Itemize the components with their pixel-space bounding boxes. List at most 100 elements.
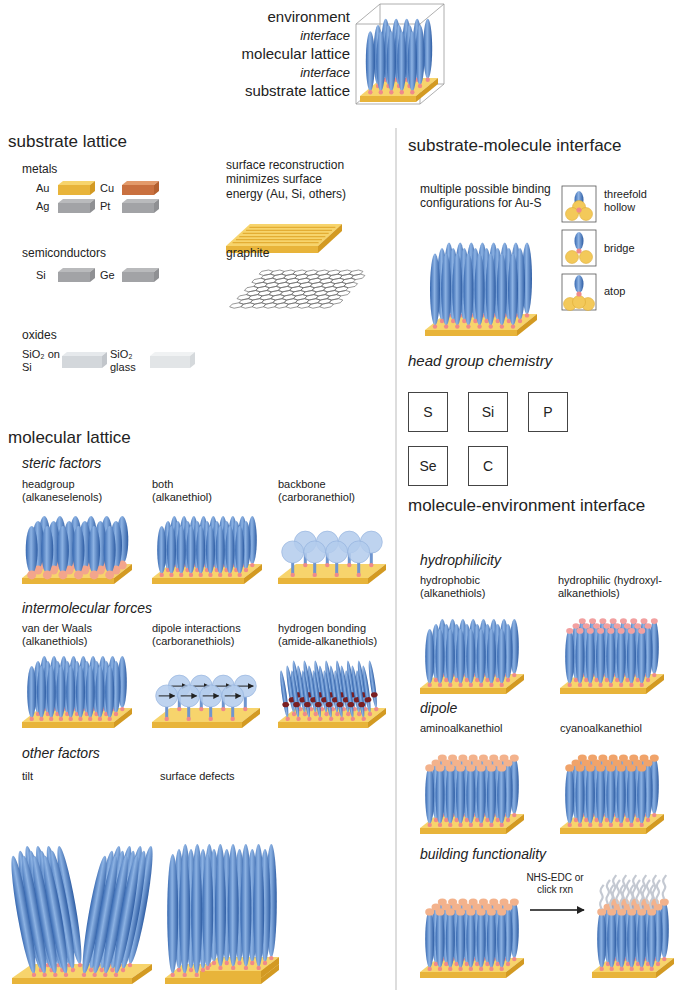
head-group	[479, 683, 483, 687]
carborane-cage	[348, 541, 370, 563]
head-group	[225, 961, 229, 965]
head-group	[357, 712, 362, 717]
alkyl-chain	[508, 254, 518, 326]
subheading: steric factors	[22, 455, 101, 472]
head-group	[63, 972, 68, 977]
head-group	[500, 324, 504, 328]
alkyl-chain	[456, 910, 465, 968]
head-group	[108, 717, 112, 721]
head-group	[127, 963, 132, 968]
head-group	[640, 823, 644, 827]
monolayer-figure	[560, 618, 664, 694]
molecule	[446, 629, 455, 687]
head-group	[518, 319, 522, 323]
head-group	[489, 967, 493, 971]
monolayer-figure	[592, 875, 674, 978]
alkyl-chain	[76, 666, 85, 718]
molecule	[216, 526, 225, 577]
head-group	[426, 78, 430, 82]
terminal-group	[607, 908, 616, 915]
terminal-group	[607, 628, 614, 634]
molecule	[606, 764, 615, 827]
alkyl-chain	[497, 766, 506, 824]
substrate-sample	[122, 181, 159, 195]
section-heading: environment	[267, 8, 350, 26]
molecule	[425, 764, 434, 827]
figure-label: Ag	[36, 200, 49, 213]
substrate-side	[132, 964, 152, 984]
molecule	[423, 19, 432, 82]
alkyl-chain	[607, 910, 616, 968]
molecule	[222, 685, 244, 721]
figure-label: both (alkanethiol)	[152, 478, 232, 504]
monolayer-figure	[78, 845, 157, 978]
terminal-group	[466, 908, 475, 915]
head-group	[69, 717, 73, 721]
head-group	[43, 570, 52, 579]
alkyl-chain	[627, 910, 636, 968]
alkyl-chain	[430, 254, 440, 326]
substrate-side	[154, 181, 159, 195]
terminal-group	[446, 764, 455, 771]
alkyl-chain	[311, 670, 322, 718]
head-group	[169, 573, 173, 577]
terminal-group	[587, 628, 594, 634]
alkyl-chain	[110, 855, 143, 975]
substrate-front	[122, 203, 154, 213]
attached-chain	[606, 880, 610, 904]
attached-chain	[600, 885, 604, 909]
monolayer-figure	[167, 844, 215, 977]
figure-label: SiO₂ on Si	[22, 348, 60, 374]
molecule	[41, 526, 53, 580]
molecule	[282, 541, 304, 577]
terminal-group	[565, 764, 574, 771]
head-group	[318, 716, 323, 721]
cube-edge	[420, 4, 444, 24]
figure-label: atop	[604, 285, 625, 298]
alkyl-chain	[27, 666, 36, 718]
head-group	[506, 818, 510, 822]
head-group	[629, 823, 633, 827]
molecule	[321, 670, 335, 722]
molecule	[105, 666, 114, 721]
head-group	[500, 967, 504, 971]
substrate-front	[12, 978, 132, 984]
molecule	[477, 764, 486, 827]
element-symbol: Si	[482, 404, 494, 420]
head-group	[578, 823, 582, 827]
head-group	[98, 717, 102, 721]
molecule	[200, 685, 222, 721]
monolayer-figure	[202, 844, 277, 970]
monolayer-figure	[152, 516, 262, 584]
attached-chain	[663, 875, 667, 899]
molecule	[606, 628, 615, 687]
figure-label: cyanoalkanethiol	[560, 722, 642, 735]
substrate-sample	[122, 268, 159, 282]
section-heading: substrate-molecule interface	[408, 136, 628, 156]
terminal-group	[586, 764, 595, 771]
subheading: other factors	[22, 745, 100, 762]
head-group	[656, 962, 660, 966]
head-group	[477, 324, 481, 328]
figure-label: hydrophobic (alkanethiols)	[420, 574, 530, 600]
head-group	[110, 967, 115, 972]
alkyl-chain	[37, 666, 46, 718]
monolayer-figure	[152, 675, 260, 728]
section-heading: molecule-environment interface	[408, 496, 648, 516]
head-group	[189, 968, 193, 972]
terminal-group	[425, 908, 434, 915]
alkyl-chain	[487, 766, 496, 824]
head-group	[165, 717, 169, 721]
head-group	[650, 967, 654, 971]
terminal-group	[575, 764, 584, 771]
alkyl-chain	[322, 670, 333, 718]
hydrogen-bond-group	[304, 702, 311, 708]
head-group-box: C	[468, 446, 508, 486]
hydrogen-bond-group	[293, 702, 300, 708]
figure-label: Au	[36, 182, 49, 195]
terminal-group	[637, 764, 646, 771]
attached-chain	[620, 885, 624, 909]
figure-label: SiO₂ glass	[110, 348, 148, 374]
alkyl-chain	[66, 666, 75, 718]
head-group	[466, 324, 470, 328]
